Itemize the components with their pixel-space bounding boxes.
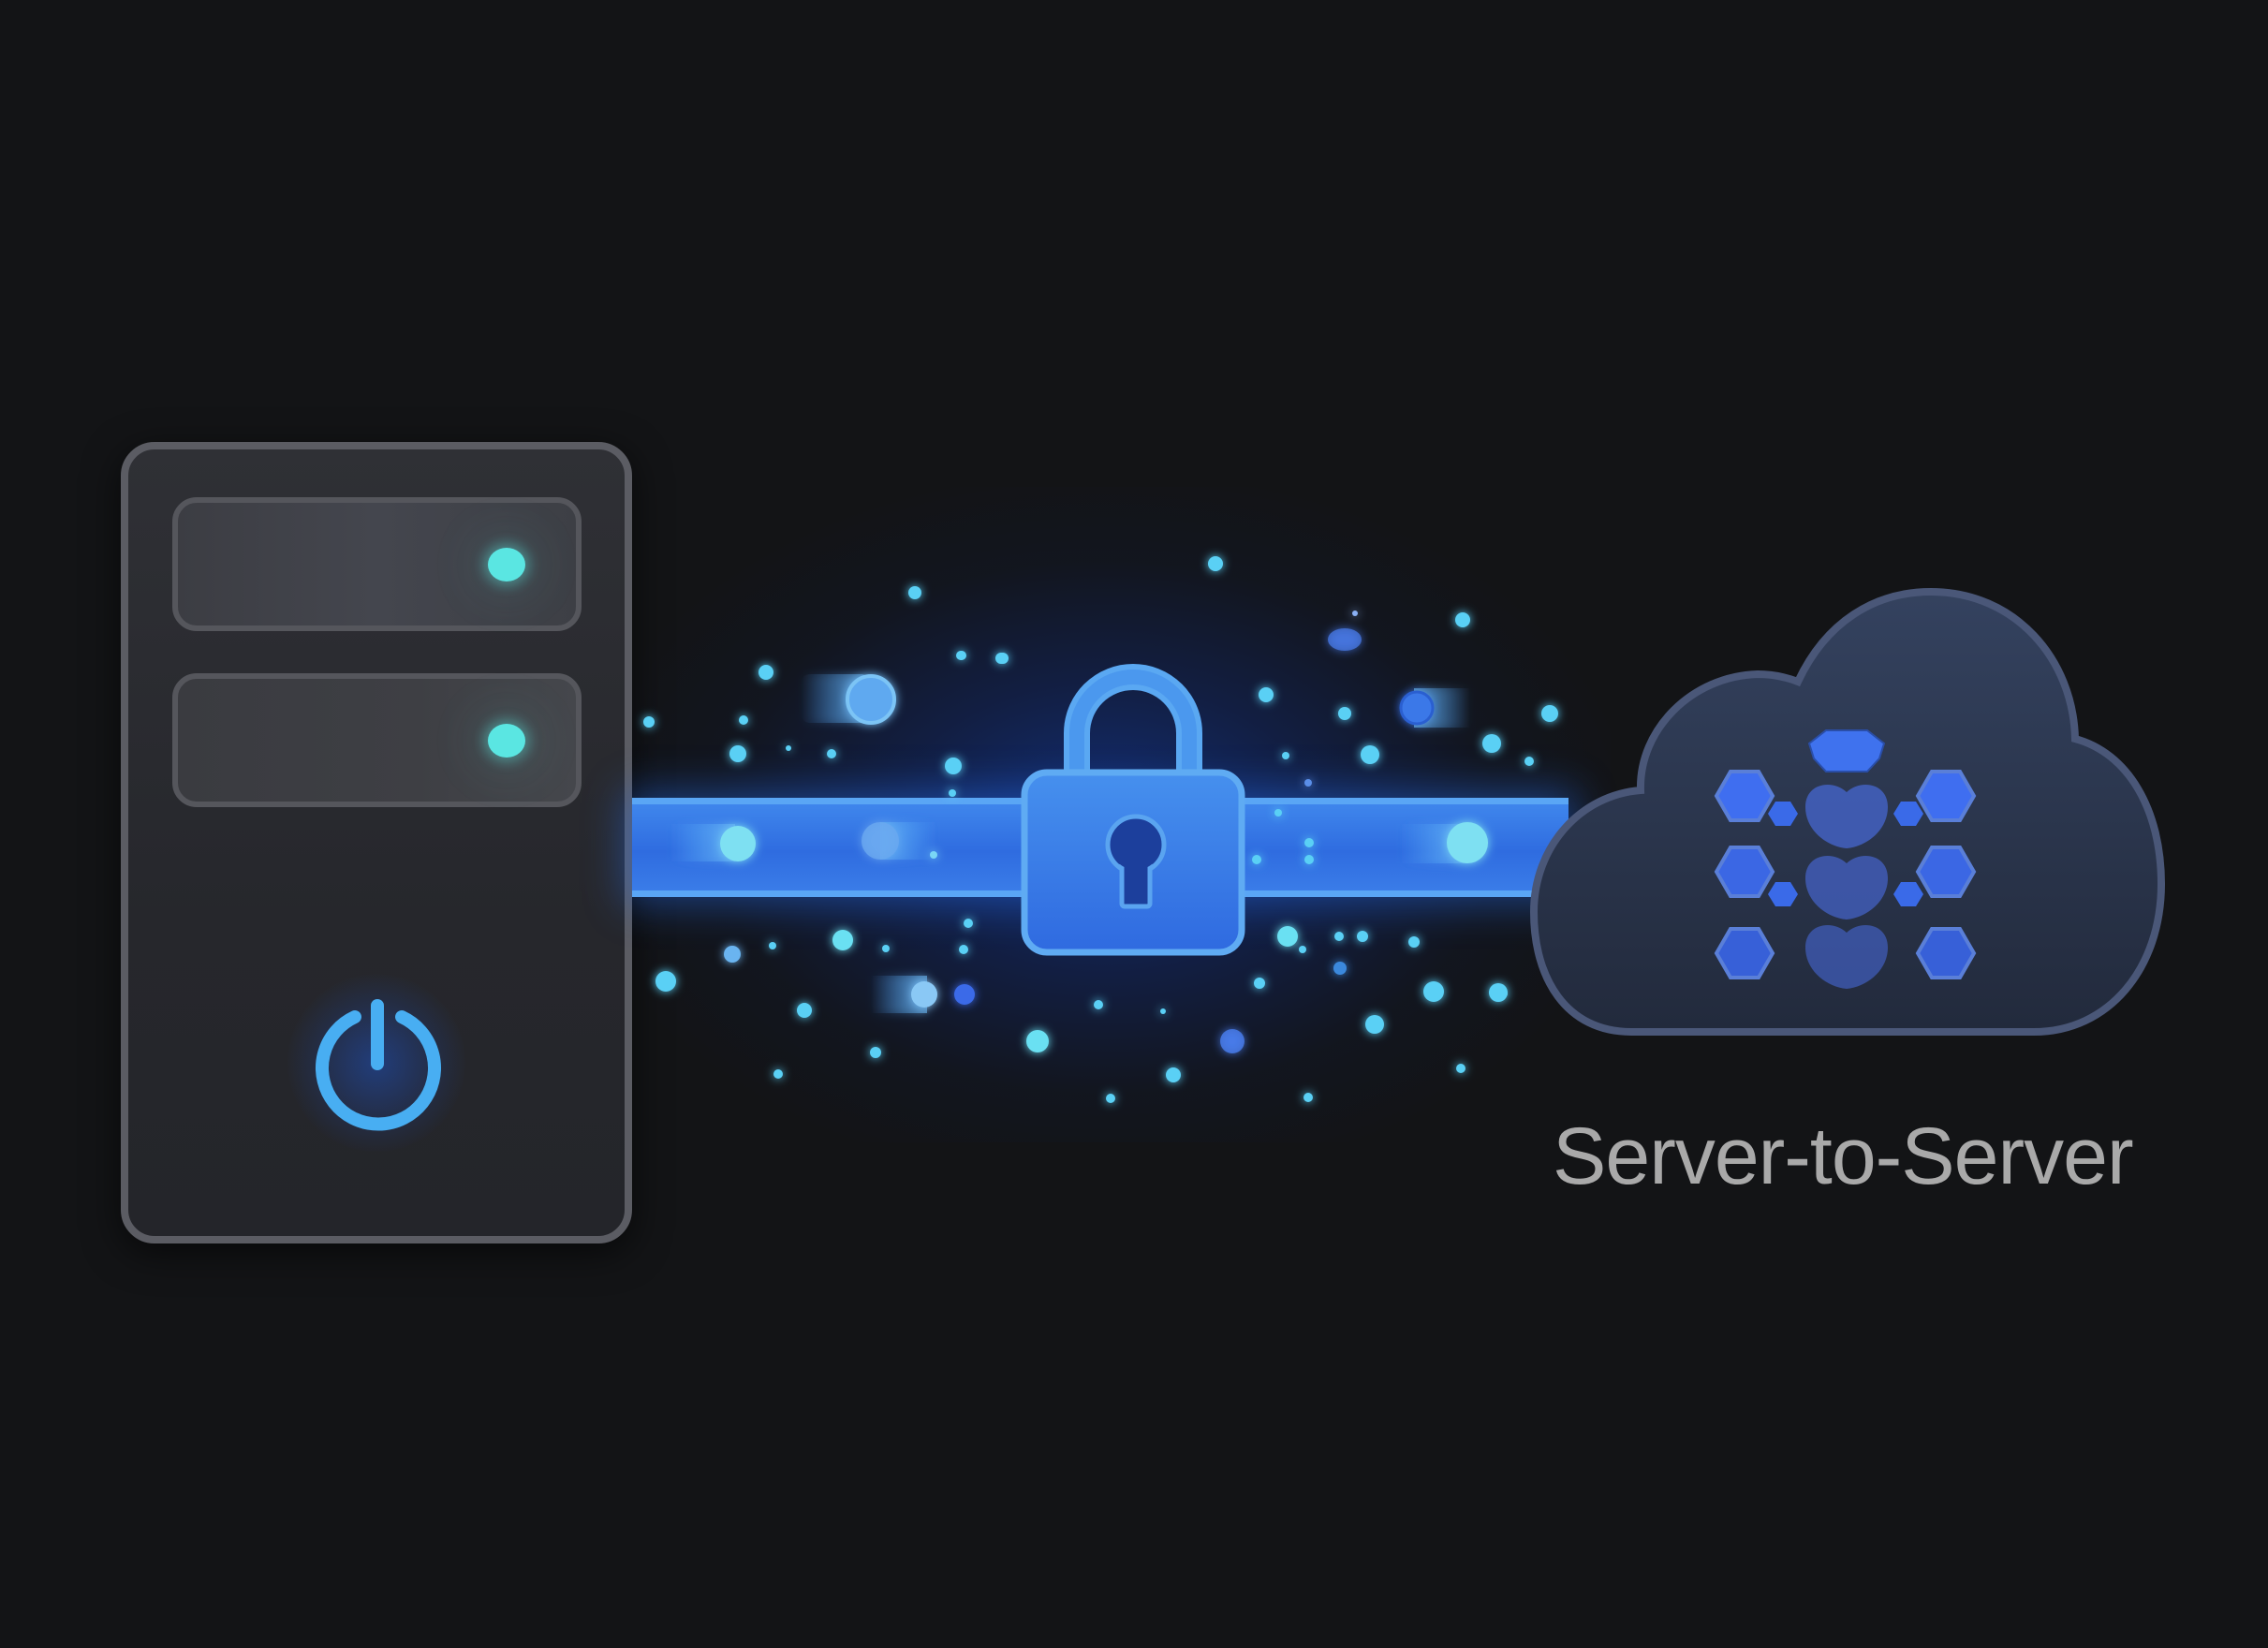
power-icon: [287, 974, 465, 1152]
cloud-icon: [1529, 587, 2165, 1036]
status-led-icon: [488, 547, 525, 581]
padlock-icon: [1021, 664, 1245, 956]
drive-bay-1: [172, 497, 582, 631]
diagram-caption: Server-to-Server: [1553, 1111, 2134, 1201]
hexagon-cluster-icon: [1714, 729, 1977, 989]
server-tower: [121, 442, 632, 1243]
status-led-icon: [488, 723, 525, 758]
drive-bay-2: [172, 673, 582, 807]
